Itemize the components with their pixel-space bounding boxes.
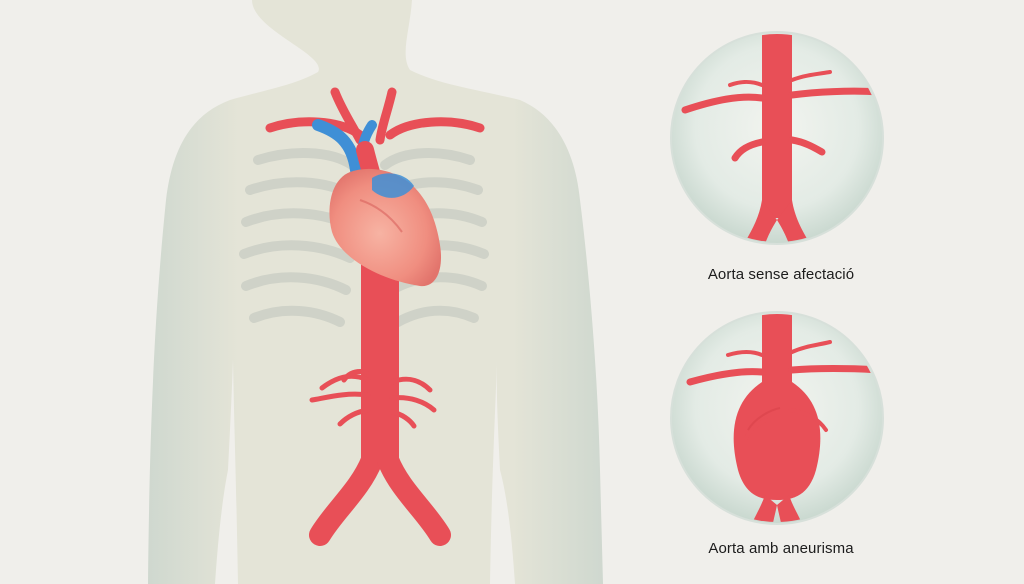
aorta-main bbox=[309, 249, 451, 546]
aorta-healthy-icon bbox=[670, 31, 884, 245]
caption-aneurysm-aorta: Aorta amb aneurisma bbox=[708, 540, 854, 557]
human-torso-illustration bbox=[148, 0, 603, 584]
aorta-aneurysm-icon bbox=[670, 311, 884, 525]
caption-healthy-aorta: Aorta sense afectació bbox=[707, 266, 855, 283]
heart-icon bbox=[329, 168, 442, 287]
